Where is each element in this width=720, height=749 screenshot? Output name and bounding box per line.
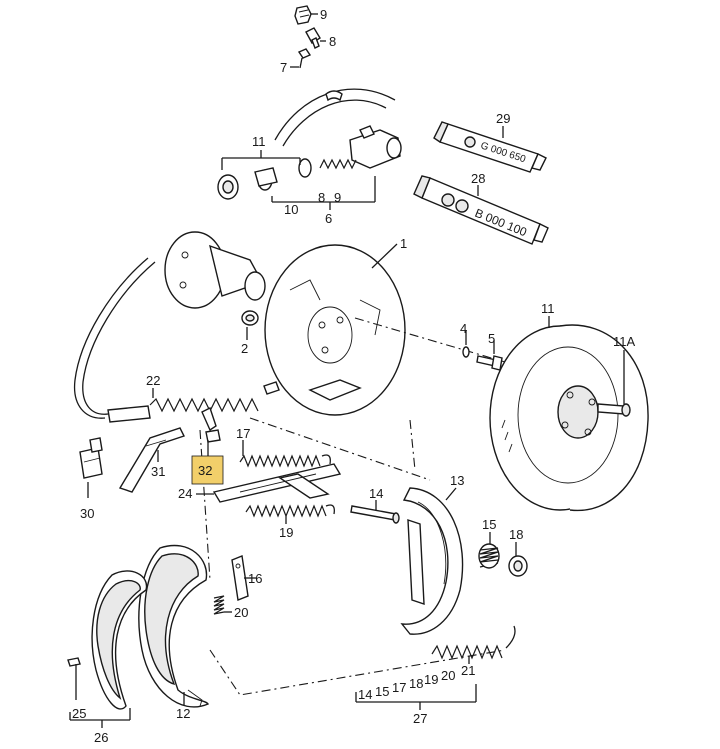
spring-20 <box>213 595 225 615</box>
cylinder-guard-arc <box>274 88 396 147</box>
callout-21: 21 <box>461 663 475 678</box>
strut-bar-24 <box>212 463 342 503</box>
backing-plate <box>264 244 406 416</box>
wheel-stud-11A <box>597 403 631 417</box>
callout-14: 14 <box>369 486 383 501</box>
callout-30: 30 <box>80 506 94 521</box>
alignment-line-b <box>249 417 431 481</box>
callout-1: 1 <box>400 236 407 251</box>
pin-14 <box>350 505 400 524</box>
callout-2: 2 <box>241 341 248 356</box>
callout-19-kit: 19 <box>424 672 438 687</box>
handbrake-cable <box>73 257 280 423</box>
brake-drum <box>489 324 649 512</box>
adjuster-clip-32 <box>201 407 221 443</box>
hub-flange <box>164 231 266 309</box>
spring-21 <box>431 625 516 660</box>
screw-7 <box>290 48 312 69</box>
lever-16 <box>231 555 249 601</box>
callout-20: 20 <box>234 605 248 620</box>
spring-17 <box>239 454 331 468</box>
callout-8-cyl: 8 <box>318 190 325 205</box>
cap-18 <box>508 555 528 577</box>
callout-28: 28 <box>471 171 485 186</box>
spring-19 <box>245 504 335 518</box>
highlighted-callout-box <box>191 455 224 485</box>
callout-9: 9 <box>320 7 327 22</box>
callout-12: 12 <box>176 706 190 721</box>
alignment-line-a <box>354 317 506 363</box>
nut-2 <box>241 310 259 326</box>
callout-17-kit: 17 <box>392 680 406 695</box>
wheel-cylinder <box>217 125 402 200</box>
clip-30 <box>79 437 103 479</box>
callout-15: 15 <box>482 517 496 532</box>
callout-14-kit: 14 <box>358 687 372 702</box>
callout-24: 24 <box>178 486 192 501</box>
callout-13: 13 <box>450 473 464 488</box>
alignment-line-e <box>199 429 211 581</box>
brake-shoe-13 <box>400 487 464 635</box>
callout-11-cylinder: 11 <box>252 134 266 149</box>
callout-11-drum: 11 <box>541 301 555 316</box>
rivet-25 <box>67 657 81 700</box>
grease-tube-29: G 000 650 <box>433 121 547 173</box>
callout-25: 25 <box>72 706 86 721</box>
callout-26: 26 <box>94 730 108 745</box>
callout-20-kit: 20 <box>441 668 455 683</box>
spring-15 <box>478 543 500 569</box>
washer-4 <box>462 346 470 358</box>
callout-16: 16 <box>248 571 262 586</box>
lever-bracket-31 <box>118 427 185 493</box>
brake-shoe-12 <box>138 544 209 708</box>
alignment-line-c <box>409 419 416 471</box>
callout-19: 19 <box>279 525 293 540</box>
callout-10: 10 <box>284 202 298 217</box>
callout-7: 7 <box>280 60 287 75</box>
bleeder-cap-9 <box>294 5 318 25</box>
callout-9-cyl: 9 <box>334 190 341 205</box>
callout-27: 27 <box>413 711 427 726</box>
grease-tube-28: B 000 100 <box>413 175 549 245</box>
callout-15-kit: 15 <box>375 684 389 699</box>
callout-6: 6 <box>325 211 332 226</box>
callout-5: 5 <box>488 331 495 346</box>
callout-8: 8 <box>329 34 336 49</box>
bleeder-valve-8 <box>305 27 326 49</box>
callout-22: 22 <box>146 373 160 388</box>
brake-lining-25 <box>91 570 148 710</box>
alignment-line-d <box>209 649 506 696</box>
callout-17: 17 <box>236 426 250 441</box>
callout-18: 18 <box>509 527 523 542</box>
callout-32: 32 <box>198 463 212 478</box>
callout-31: 31 <box>151 464 165 479</box>
bolt-5 <box>476 355 503 371</box>
callout-11A: 11A <box>613 334 635 349</box>
callout-29: 29 <box>496 111 510 126</box>
callout-4: 4 <box>460 321 467 336</box>
callout-18-kit: 18 <box>409 676 423 691</box>
